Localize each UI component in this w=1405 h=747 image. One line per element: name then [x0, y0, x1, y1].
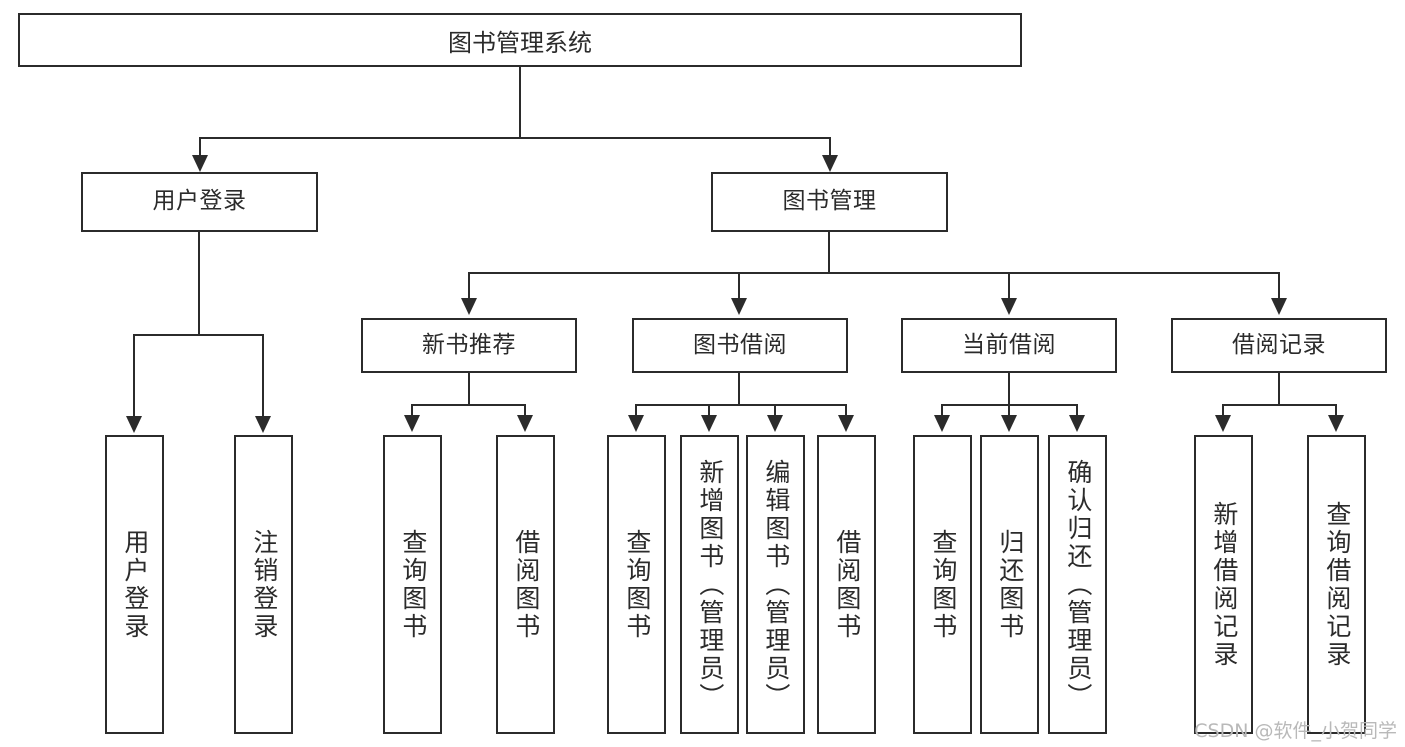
connector-current-borrow-leaf-1 — [941, 404, 943, 417]
arrow-head-current — [1001, 298, 1017, 315]
node-current-borrow[interactable]: 当前借阅 — [901, 318, 1117, 373]
leaf-new-book-query[interactable]: 查询图书 — [383, 435, 442, 734]
watermark: CSDN @软件_小贺同学 — [1194, 720, 1397, 742]
connector-borrow-record-bus — [1222, 404, 1337, 406]
node-label: 用户登录 — [120, 528, 150, 641]
connector-book-mgmt-to-borrow — [738, 272, 740, 300]
arrow-head-leaf-book-borrow-2 — [701, 415, 717, 432]
node-root-system[interactable]: 图书管理系统 — [18, 13, 1022, 67]
arrow-head-user-login — [192, 155, 208, 172]
arrow-head-leaf-current-borrow-3 — [1069, 415, 1085, 432]
node-label: 用户登录 — [152, 188, 247, 215]
arrow-head-borrow — [731, 298, 747, 315]
connector-root-stem — [519, 67, 521, 138]
arrow-head-record — [1271, 298, 1287, 315]
connector-root-to-user-login — [199, 137, 201, 157]
connector-current-borrow-leaf-2 — [1008, 404, 1010, 417]
node-label: 图书借阅 — [693, 331, 787, 358]
leaf-user-login-logout[interactable]: 注销登录 — [234, 435, 293, 734]
connector-book-mgmt-bus — [468, 272, 1280, 274]
arrow-head-leaf-borrow-record-1 — [1215, 415, 1231, 432]
leaf-borrow-record-add[interactable]: 新增借阅记录 — [1194, 435, 1253, 734]
connector-book-mgmt-to-new-book — [468, 272, 470, 300]
arrow-head-leaf-book-borrow-1 — [628, 415, 644, 432]
node-user-login[interactable]: 用户登录 — [81, 172, 318, 232]
leaf-current-borrow-return[interactable]: 归还图书 — [980, 435, 1039, 734]
connector-book-mgmt-to-current — [1008, 272, 1010, 300]
node-new-book-recommend[interactable]: 新书推荐 — [361, 318, 577, 373]
connector-book-mgmt-to-record — [1278, 272, 1280, 300]
node-book-borrow[interactable]: 图书借阅 — [632, 318, 848, 373]
connector-book-borrow-bus — [635, 404, 846, 406]
leaf-book-borrow-add[interactable]: 新增图书（管理员） — [680, 435, 739, 734]
connector-book-borrow-leaf-2 — [708, 404, 710, 417]
arrow-head-new-book — [461, 298, 477, 315]
node-label: 新增借阅记录 — [1209, 500, 1239, 669]
connector-user-login-stem — [198, 232, 200, 335]
arrow-head-leaf-user-login-2 — [255, 416, 271, 433]
arrow-head-leaf-new-book-1 — [404, 415, 420, 432]
node-label: 确认归还（管理员） — [1063, 458, 1093, 711]
node-label: 新书推荐 — [422, 331, 516, 358]
leaf-book-borrow-borrow[interactable]: 借阅图书 — [817, 435, 876, 734]
node-label: 图书管理 — [782, 188, 877, 215]
leaf-current-borrow-confirm[interactable]: 确认归还（管理员） — [1048, 435, 1107, 734]
leaf-user-login-login[interactable]: 用户登录 — [105, 435, 164, 734]
connector-book-borrow-stem — [738, 373, 740, 405]
connector-current-borrow-leaf-3 — [1076, 404, 1078, 417]
node-label: 借阅图书 — [511, 528, 541, 641]
node-label: 新增图书（管理员） — [695, 458, 725, 711]
node-label: 注销登录 — [249, 528, 279, 641]
leaf-current-borrow-query[interactable]: 查询图书 — [913, 435, 972, 734]
arrow-head-leaf-user-login-1 — [126, 416, 142, 433]
connector-borrow-record-leaf-2 — [1335, 404, 1337, 417]
connector-new-book-leaf-1 — [411, 404, 413, 417]
node-label: 编辑图书（管理员） — [761, 458, 791, 711]
arrow-head-leaf-current-borrow-2 — [1001, 415, 1017, 432]
arrow-head-leaf-book-borrow-3 — [767, 415, 783, 432]
node-label: 查询图书 — [622, 528, 652, 641]
node-label: 借阅记录 — [1232, 331, 1326, 358]
connector-current-borrow-stem — [1008, 373, 1010, 405]
connector-user-login-leaf-2 — [262, 334, 264, 418]
connector-book-borrow-leaf-1 — [635, 404, 637, 417]
leaf-book-borrow-edit[interactable]: 编辑图书（管理员） — [746, 435, 805, 734]
connector-user-login-bus — [133, 334, 264, 336]
connector-new-book-bus — [411, 404, 526, 406]
arrow-head-leaf-book-borrow-4 — [838, 415, 854, 432]
node-label: 查询借阅记录 — [1322, 500, 1352, 669]
node-label: 借阅图书 — [832, 528, 862, 641]
arrow-head-leaf-current-borrow-1 — [934, 415, 950, 432]
node-label: 查询图书 — [928, 528, 958, 641]
node-label: 归还图书 — [995, 528, 1025, 641]
connector-borrow-record-leaf-1 — [1222, 404, 1224, 417]
connector-book-borrow-leaf-4 — [845, 404, 847, 417]
arrow-head-leaf-new-book-2 — [517, 415, 533, 432]
node-label: 查询图书 — [398, 528, 428, 641]
node-borrow-record[interactable]: 借阅记录 — [1171, 318, 1387, 373]
leaf-new-book-borrow[interactable]: 借阅图书 — [496, 435, 555, 734]
connector-book-borrow-leaf-3 — [774, 404, 776, 417]
connector-new-book-stem — [468, 373, 470, 405]
connector-root-to-book-mgmt — [829, 137, 831, 157]
leaf-borrow-record-query[interactable]: 查询借阅记录 — [1307, 435, 1366, 734]
connector-book-mgmt-stem — [828, 232, 830, 274]
connector-root-bus — [199, 137, 831, 139]
leaf-book-borrow-query[interactable]: 查询图书 — [607, 435, 666, 734]
node-label: 当前借阅 — [962, 331, 1056, 358]
arrow-head-book-mgmt — [822, 155, 838, 172]
connector-user-login-leaf-1 — [133, 334, 135, 418]
node-book-management[interactable]: 图书管理 — [711, 172, 948, 232]
connector-new-book-leaf-2 — [524, 404, 526, 417]
connector-borrow-record-stem — [1278, 373, 1280, 405]
arrow-head-leaf-borrow-record-2 — [1328, 415, 1344, 432]
node-label: 图书管理系统 — [448, 28, 592, 57]
